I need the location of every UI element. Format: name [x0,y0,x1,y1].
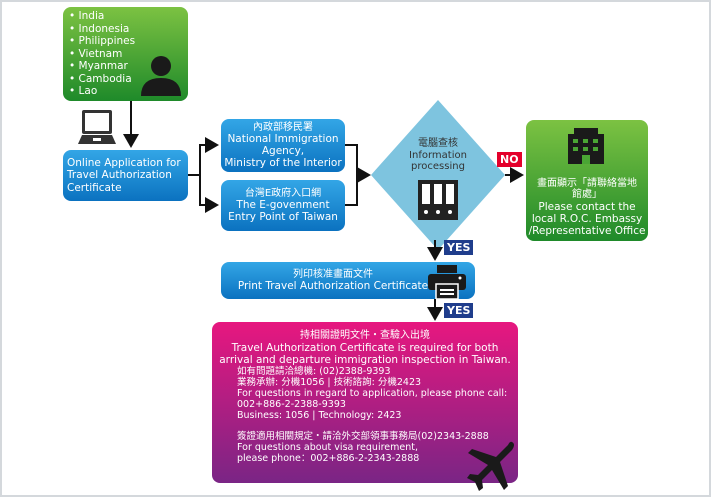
info-line: 如有問題請洽總機: (02)2388-9393 [237,365,391,377]
contact-zh-label: 畫面顯示「請聯絡當地館處」 [537,177,637,201]
entry-info-box: 持相關證明文件・查驗入出境 Travel Authorization Certi… [212,322,518,483]
country-item: • Myanmar [69,60,128,73]
country-item: • Cambodia [69,72,132,85]
airplane-icon [467,441,514,491]
nia-en-label: National Immigration Agency, [227,133,339,158]
nia-en-label-2: Ministry of the Interior [224,157,342,170]
server-icon [418,180,458,220]
laptop-icon [78,110,116,144]
nia-zh-label: 內政部移民署 [253,121,313,133]
person-icon [141,56,181,96]
info-line: For questions in regard to application, … [237,388,508,400]
country-item: • Indonesia [69,22,130,35]
info-en-title: Travel Authorization Certificate is requ… [219,341,511,366]
visa-line: 簽證適用相關規定・請洽外交部領事事務局(02)2343-2888 [237,430,489,442]
printer-icon [428,265,466,299]
contact-details: 如有問題請洽總機: (02)2388-9393 業務承辦: 分機1056 | 技… [212,366,518,465]
print-zh-label: 列印核准畫面文件 [293,268,373,280]
egov-zh-label: 台灣E政府入口網 [244,187,322,199]
visa-line: For questions about visa requirement, [237,441,418,453]
processing-text: 電腦查核 Information processing [395,138,481,173]
yes-label-1: YES [444,240,474,255]
country-item: • Philippines [69,35,136,48]
country-item: • Vietnam [69,47,123,60]
processing-en-label: Information processing [409,149,467,173]
info-zh-title: 持相關證明文件・查驗入出境 [300,330,430,341]
egov-box: 台灣E政府入口網 The E-govenment Entry Point of … [221,180,345,231]
country-item: • India [69,9,105,22]
print-en-label: Print Travel Authorization Certificate [237,280,429,293]
eligible-countries-box: • India • Indonesia • Philippines • Viet… [63,7,188,101]
no-label: NO [497,152,522,167]
processing-zh-label: 電腦查核 [418,138,458,149]
visa-line: please phone：002+886-2-2343-2888 [237,453,420,465]
egov-en-label: The E-govenment Entry Point of Taiwan [228,199,338,224]
decision-diamond [371,100,505,250]
info-line: Business: 1056 | Technology: 2423 [237,410,402,422]
yes-label-2: YES [444,303,474,318]
building-icon [568,128,604,164]
online-application-label: Online Application for Travel Authorizat… [67,157,181,194]
nia-box: 內政部移民署 National Immigration Agency, Mini… [221,119,345,172]
info-line: 002+886-2-2388-9393 [237,399,346,411]
print-certificate-box: 列印核准畫面文件 Print Travel Authorization Cert… [221,262,475,299]
country-item: • Lao [69,85,98,98]
contact-en-label: Please contact the local R.O.C. Embassy … [528,200,646,237]
info-line: 業務承辦: 分機1056 | 技術諮詢: 分機2423 [237,376,422,388]
online-application-box: Online Application for Travel Authorizat… [63,150,188,201]
contact-embassy-box: 畫面顯示「請聯絡當地館處」 Please contact the local R… [526,120,648,241]
